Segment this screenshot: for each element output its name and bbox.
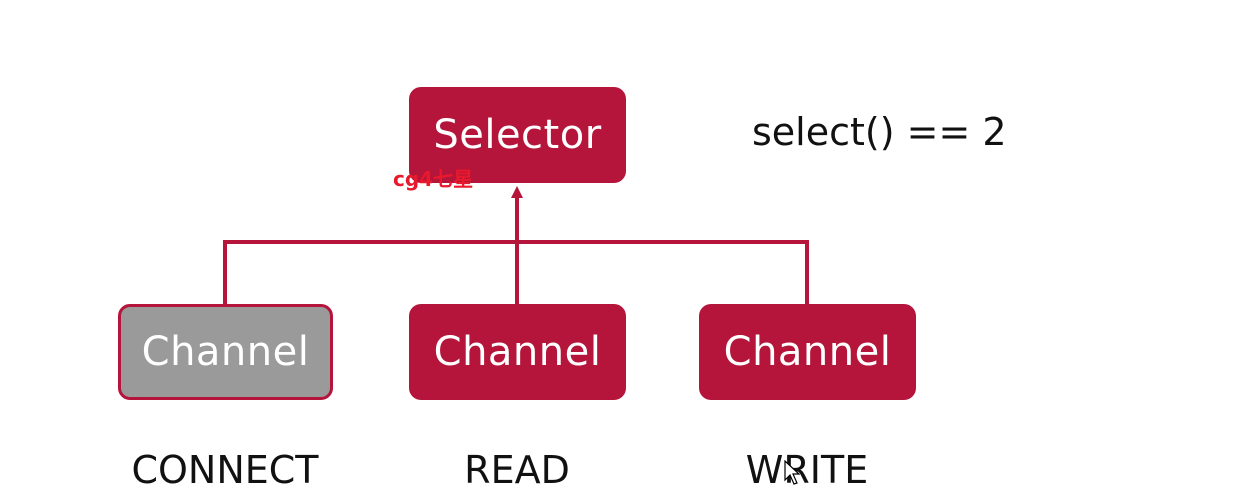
channel-box-write: Channel [699, 304, 916, 400]
channel-box-read: Channel [409, 304, 626, 400]
select-expression: select() == 2 [752, 110, 1007, 154]
operation-label-connect: CONNECT [131, 448, 319, 492]
selector-box: Selector [409, 87, 626, 183]
watermark-text: cg4七星 [393, 167, 474, 191]
operation-label-read: READ [464, 448, 570, 492]
channel-label: Channel [723, 329, 892, 375]
selector-label: Selector [433, 112, 602, 158]
arrow-up-icon [511, 186, 523, 198]
mouse-pointer-icon [784, 460, 800, 485]
channel-box-connect: Channel [118, 304, 333, 400]
operation-label-write: WRITE [745, 448, 869, 492]
channel-label: Channel [141, 329, 310, 375]
channel-label: Channel [433, 329, 602, 375]
